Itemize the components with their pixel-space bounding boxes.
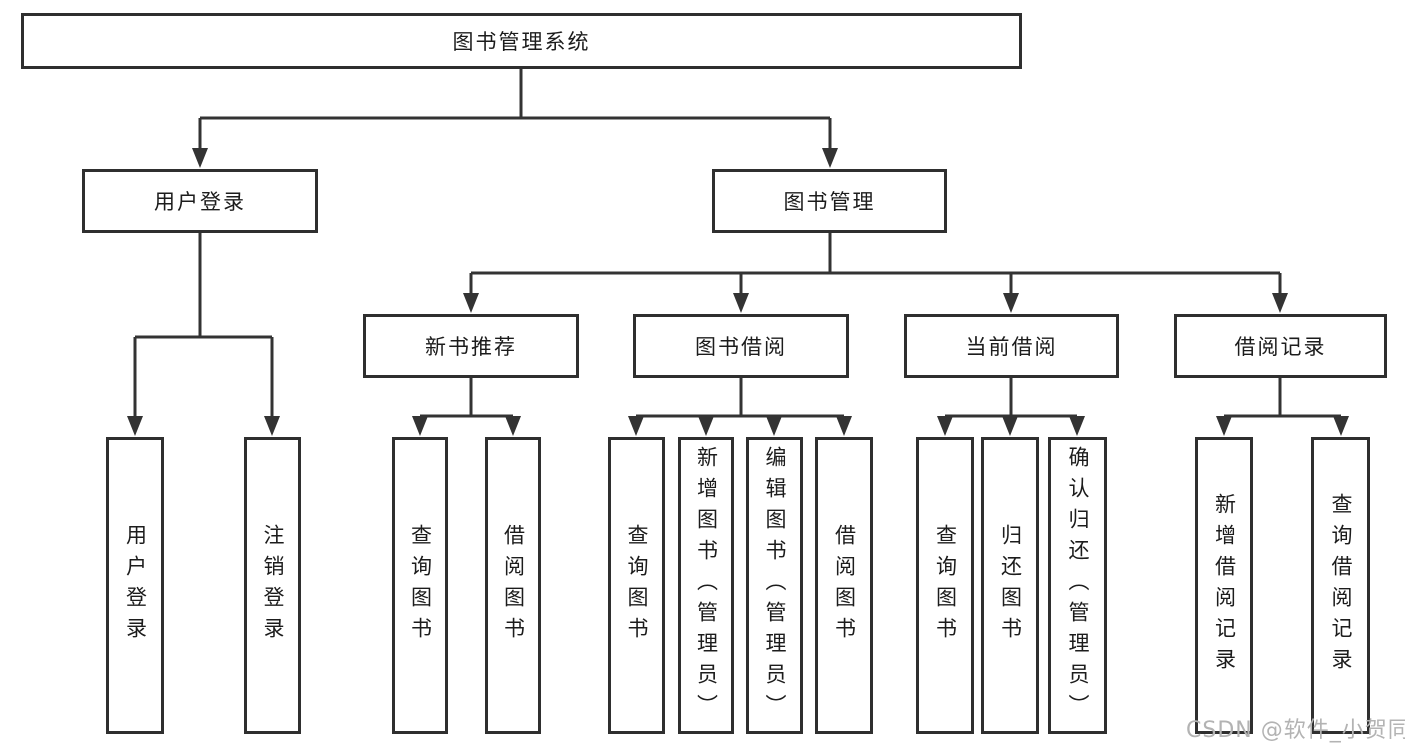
- csdn-watermark: CSDN @软件_小贺同学: [1186, 718, 1405, 743]
- node-book-borrow-label: 图书借阅: [695, 335, 787, 359]
- node-book-management: 图书管理: [712, 169, 947, 233]
- node-borrow-records: 借阅记录: [1174, 314, 1387, 378]
- node-current-borrow: 当前借阅: [904, 314, 1119, 378]
- root-node-library-management-system: 图书管理系统: [21, 13, 1022, 69]
- leaf-borrow-books-borrow: 借阅图书: [815, 437, 873, 734]
- leaf-query-books-current: 查询图书: [916, 437, 974, 734]
- leaf-confirm-return-admin-label: 确认归还（管理员）: [1066, 446, 1090, 725]
- leaf-add-book-admin: 新增图书（管理员）: [678, 437, 734, 734]
- leaf-return-book-label: 归还图书: [998, 523, 1023, 648]
- leaf-confirm-return-admin: 确认归还（管理员）: [1048, 437, 1107, 734]
- leaf-add-borrow-record: 新增借阅记录: [1195, 437, 1253, 734]
- leaf-borrow-books-recommend-label: 借阅图书: [501, 523, 526, 648]
- leaf-logout-label: 注销登录: [261, 523, 285, 648]
- leaf-add-book-admin-label: 新增图书（管理员）: [694, 446, 719, 725]
- leaf-return-book: 归还图书: [981, 437, 1039, 734]
- leaf-user-login: 用户登录: [106, 437, 164, 734]
- leaf-edit-book-admin-label: 编辑图书（管理员）: [763, 446, 787, 725]
- leaf-query-books-recommend-label: 查询图书: [408, 523, 433, 648]
- root-node-label: 图书管理系统: [452, 30, 591, 54]
- leaf-logout: 注销登录: [244, 437, 301, 734]
- leaf-add-borrow-record-label: 新增借阅记录: [1212, 492, 1237, 679]
- leaf-query-books-borrow-label: 查询图书: [625, 523, 649, 648]
- node-user-login: 用户登录: [82, 169, 318, 233]
- node-current-borrow-label: 当前借阅: [965, 335, 1058, 359]
- leaf-borrow-books-recommend: 借阅图书: [485, 437, 541, 734]
- node-user-login-label: 用户登录: [154, 190, 246, 214]
- leaf-query-books-borrow: 查询图书: [608, 437, 665, 734]
- node-new-book-recommend-label: 新书推荐: [425, 335, 517, 359]
- leaf-query-books-current-label: 查询图书: [933, 523, 958, 648]
- leaf-user-login-label: 用户登录: [123, 523, 148, 648]
- node-book-borrow: 图书借阅: [633, 314, 849, 378]
- leaf-query-borrow-record: 查询借阅记录: [1311, 437, 1370, 734]
- leaf-query-borrow-record-label: 查询借阅记录: [1329, 492, 1353, 679]
- node-book-management-label: 图书管理: [783, 190, 876, 214]
- node-new-book-recommend: 新书推荐: [363, 314, 579, 378]
- leaf-query-books-recommend: 查询图书: [392, 437, 448, 734]
- leaf-edit-book-admin: 编辑图书（管理员）: [746, 437, 803, 734]
- leaf-borrow-books-borrow-label: 借阅图书: [832, 523, 857, 648]
- node-borrow-records-label: 借阅记录: [1234, 335, 1327, 359]
